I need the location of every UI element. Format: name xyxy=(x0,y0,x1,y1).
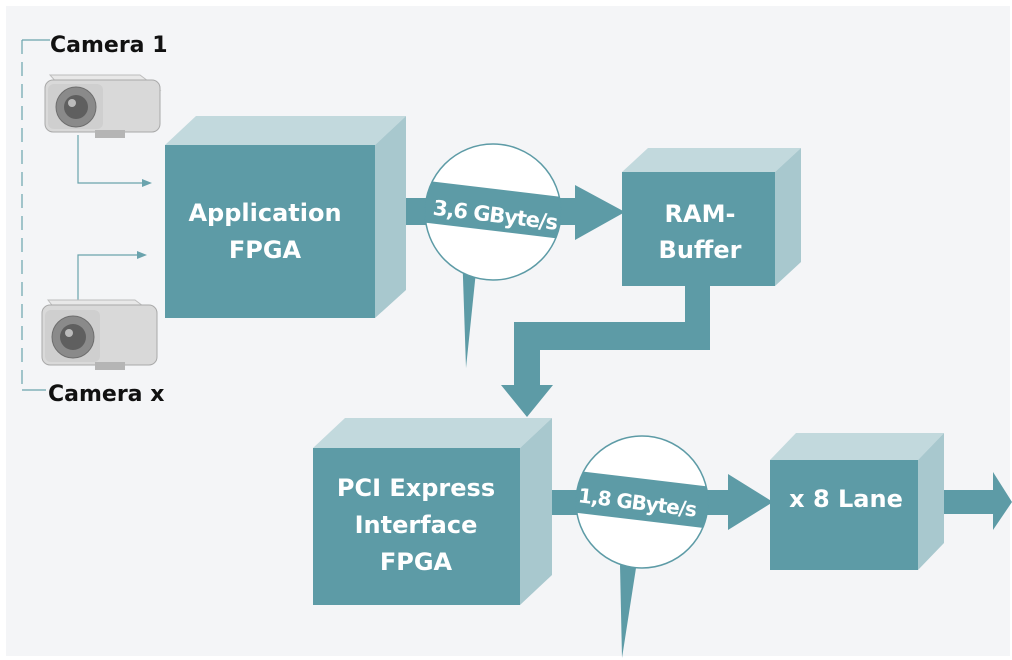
ram-buffer-box-side xyxy=(775,148,801,286)
camera-1-feed-line xyxy=(77,135,145,184)
application-fpga-label-line-2: FPGA xyxy=(229,236,302,264)
x8-lane-label: x 8 Lane xyxy=(789,485,903,513)
lower-rate-callout: 1,8 GByte/s xyxy=(575,435,709,658)
upper-rate-callout: 3,6 GByte/s xyxy=(424,143,562,368)
application-fpga-box-side xyxy=(375,116,406,318)
x8-lane-box: x 8 Lane xyxy=(770,433,944,570)
camera-1-feed-arrowhead xyxy=(142,179,152,187)
lane-output-arrow xyxy=(944,472,1012,530)
ram-buffer-label-line-1: RAM- xyxy=(665,200,736,228)
lower-rate-magnified-arrow xyxy=(576,470,708,530)
ram-buffer-box-top xyxy=(622,148,801,172)
pcie-fpga-label-line-1: PCI Express xyxy=(337,474,495,502)
application-fpga-label-line-1: Application xyxy=(188,199,341,227)
ram-to-pcie-arrow xyxy=(501,286,710,417)
camera-x-feed-line xyxy=(77,254,140,300)
upper-rate-magnified-arrow xyxy=(425,180,561,240)
lower-rate-callout-pointer xyxy=(620,565,636,658)
camera-1-label: Camera 1 xyxy=(50,33,168,58)
pcie-fpga-box-top xyxy=(313,418,552,448)
ram-buffer-label-line-2: Buffer xyxy=(659,236,742,264)
ram-buffer-box: RAM- Buffer xyxy=(622,148,801,286)
camera-x-label: Camera x xyxy=(48,382,164,407)
application-fpga-box: Application FPGA xyxy=(165,116,406,318)
camera-connector-lines xyxy=(21,39,145,391)
pcie-fpga-box-front xyxy=(313,448,520,605)
application-fpga-box-front xyxy=(165,145,375,318)
camera-1-icon xyxy=(44,74,162,138)
x8-lane-box-side xyxy=(918,433,944,570)
camera-x-feed-arrowhead xyxy=(137,251,147,259)
pcie-fpga-label-line-2: Interface xyxy=(355,511,478,539)
ram-buffer-box-front xyxy=(622,172,775,286)
x8-lane-box-top xyxy=(770,433,944,460)
application-fpga-box-top xyxy=(165,116,406,145)
camera-x-icon xyxy=(41,299,158,370)
pcie-fpga-box-side xyxy=(520,418,552,605)
x8-lane-box-front xyxy=(770,460,918,570)
pcie-fpga-label-line-3: FPGA xyxy=(380,548,453,576)
pcie-fpga-box: PCI Express Interface FPGA xyxy=(313,418,552,605)
